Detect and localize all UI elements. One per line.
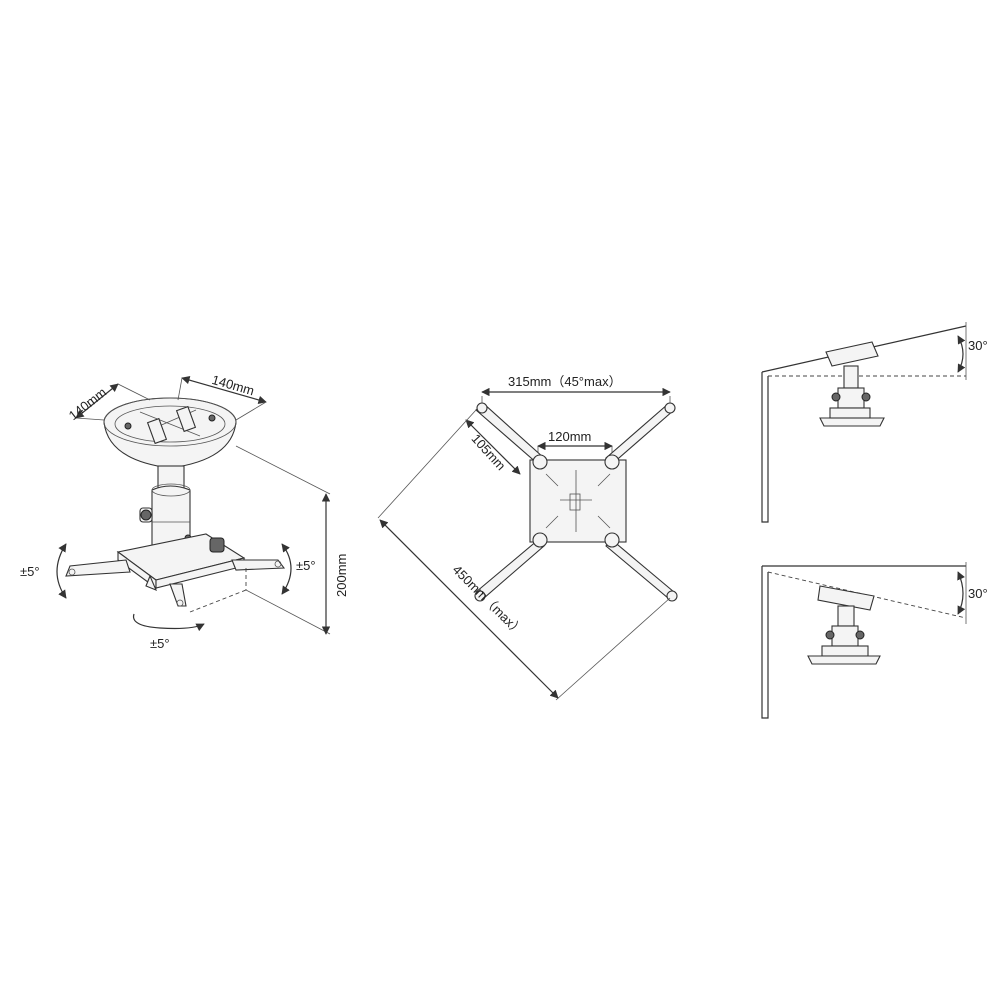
span-label: 315mm（45°max） xyxy=(508,374,622,389)
ceiling-plate xyxy=(103,397,237,469)
tilt-right-label: ±5° xyxy=(296,558,316,573)
plate-depth-label: 140mm xyxy=(210,372,256,398)
swivel-label: ±5° xyxy=(150,636,170,651)
top-angle-label: 30° xyxy=(968,338,988,353)
tilt-indicators: ±5° ±5° ±5° xyxy=(20,543,316,651)
height-dimension: 200mm xyxy=(235,445,349,635)
center-label: 120mm xyxy=(548,429,591,444)
angle-view-top: 30° xyxy=(761,322,988,523)
height-label: 200mm xyxy=(334,554,349,597)
mount-adaptor xyxy=(65,533,286,613)
bottom-angle-label: 30° xyxy=(968,586,988,601)
center-plate xyxy=(529,459,627,543)
mount-3d-view: 140mm 140mm xyxy=(20,372,349,651)
plate-width-label: 140mm xyxy=(66,385,109,424)
tilt-left-label: ±5° xyxy=(20,564,40,579)
bracket-top-view: 315mm（45°max） 120mm xyxy=(377,374,678,701)
arm-label: 105mm xyxy=(468,431,508,473)
angle-view-bottom: 30° xyxy=(761,562,988,719)
